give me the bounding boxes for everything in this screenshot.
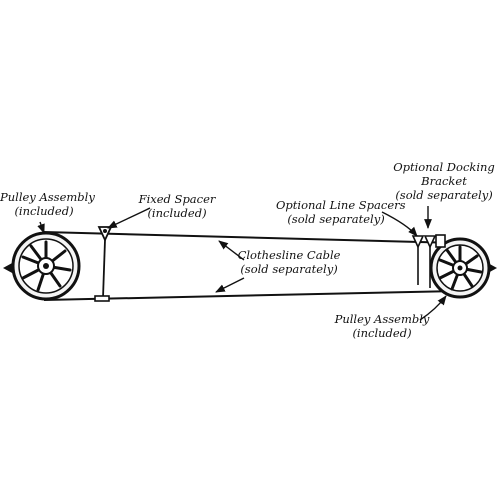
label-line: (included) <box>147 206 207 220</box>
label-line: Pulley Assembly <box>334 312 430 326</box>
label-pulley-assembly-left: Pulley Assembly (included) <box>0 190 95 218</box>
arrow-pulley-right <box>419 295 447 321</box>
arrow-cable-upper <box>218 240 245 261</box>
label-line: (sold separately) <box>287 212 385 226</box>
fixed-spacer <box>94 226 113 302</box>
upper-cable <box>43 231 459 244</box>
label-line: Fixed Spacer <box>138 192 216 206</box>
left-pulley <box>3 231 81 301</box>
label-line: (sold separately) <box>240 262 338 276</box>
clothesline-cable <box>43 231 459 301</box>
label-optional-docking-bracket: Optional Docking Bracket (sold separatel… <box>390 160 498 202</box>
label-line: Bracket <box>421 174 467 188</box>
label-line: (sold separately) <box>395 188 493 202</box>
arrow-pulley-left <box>37 221 45 234</box>
label-line: Clothesline Cable <box>237 248 341 262</box>
label-clothesline-cable: Clothesline Cable (sold separately) <box>235 248 343 276</box>
label-line: Optional Line Spacers <box>276 198 406 212</box>
label-optional-line-spacers: Optional Line Spacers (sold separately) <box>276 198 406 226</box>
label-line: Pulley Assembly <box>0 190 95 204</box>
label-pulley-assembly-right: Pulley Assembly (included) <box>334 312 430 340</box>
optional-line-spacers <box>411 235 437 288</box>
docking-bracket <box>435 234 446 248</box>
label-line: (included) <box>14 204 74 218</box>
label-line: (included) <box>352 326 412 340</box>
label-fixed-spacer: Fixed Spacer (included) <box>132 192 222 220</box>
right-pulley <box>429 237 497 299</box>
label-line: Optional Docking <box>393 160 495 174</box>
label-arrows <box>37 206 447 321</box>
arrow-cable-lower <box>215 277 245 293</box>
lower-cable <box>43 290 459 301</box>
arrow-optional-spacers <box>381 211 418 237</box>
arrow-fixed-spacer <box>107 207 151 229</box>
